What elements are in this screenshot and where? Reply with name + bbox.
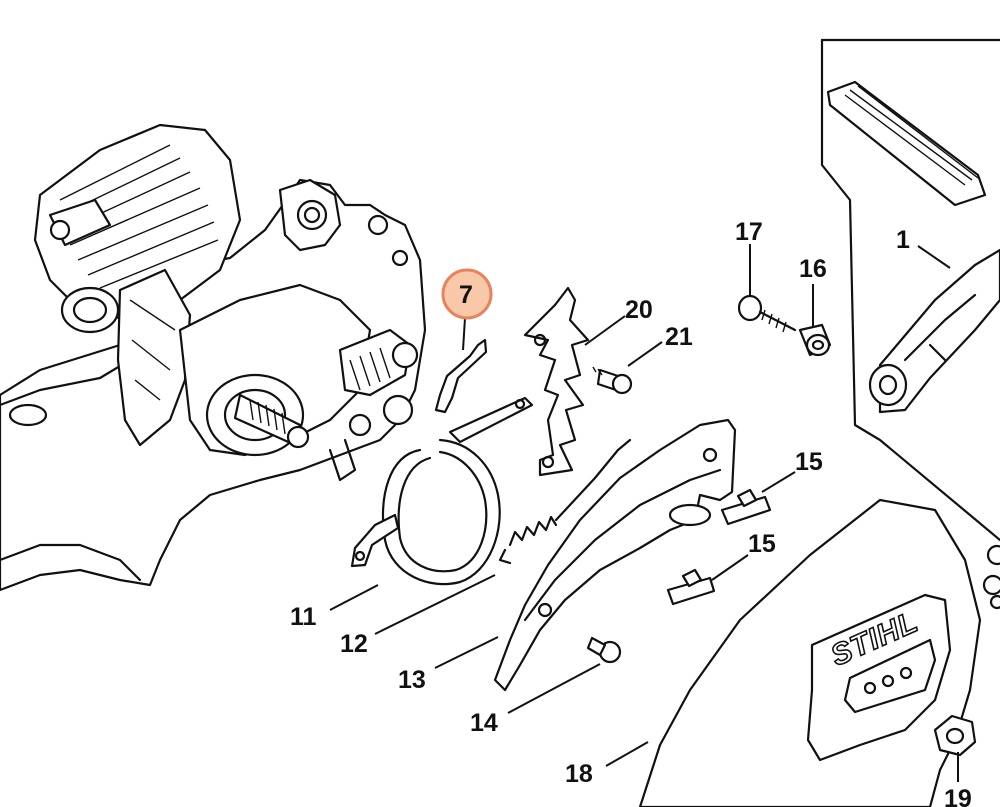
- callout-20[interactable]: 20: [625, 296, 653, 324]
- callout-13[interactable]: 13: [398, 666, 426, 694]
- leader-14: [507, 663, 601, 714]
- leader-7: [462, 317, 466, 351]
- part-19-nut[interactable]: [933, 714, 977, 757]
- part-13-brake-lever[interactable]: [493, 418, 737, 692]
- leader-1: [917, 245, 951, 269]
- callout-19[interactable]: 19: [944, 785, 972, 807]
- part-15-nut-upper[interactable]: [720, 488, 772, 526]
- callout-17[interactable]: 17: [735, 218, 763, 246]
- part-20-spike-plate[interactable]: [523, 286, 590, 477]
- callout-7-highlight[interactable]: [441, 268, 493, 320]
- part-18-sprocket-cover[interactable]: STIHL: [638, 498, 982, 807]
- callout-1[interactable]: 1: [896, 226, 910, 254]
- leader-11: [329, 584, 379, 611]
- leader-lines: [329, 244, 959, 782]
- callout-7[interactable]: 7: [459, 281, 473, 309]
- callout-labels: 7 1 11 12 13 14 15 15 16 17 18 19 20 21: [290, 218, 972, 807]
- part-16-sleeve[interactable]: [798, 323, 832, 357]
- part-7-chain-catcher[interactable]: [434, 338, 488, 414]
- part-21-screw[interactable]: [592, 366, 633, 395]
- leader-15b: [711, 554, 749, 581]
- callout-15-lower[interactable]: 15: [748, 530, 776, 558]
- callout-11[interactable]: 11: [290, 603, 317, 631]
- callout-15-upper[interactable]: 15: [795, 448, 823, 476]
- right-edge-fragments: [982, 544, 1000, 610]
- leader-21: [627, 341, 663, 367]
- part-17-collar-screw[interactable]: [737, 294, 797, 333]
- leader-12: [374, 574, 496, 635]
- part-1-hand-guard-inset[interactable]: [820, 38, 1000, 542]
- part-12-brake-band[interactable]: [350, 396, 534, 586]
- leader-20: [584, 315, 626, 346]
- callout-16[interactable]: 16: [799, 255, 827, 283]
- callout-14[interactable]: 14: [470, 709, 498, 737]
- engine-housing: [0, 123, 427, 592]
- part-14-screw[interactable]: [586, 636, 622, 664]
- part-15-nut-lower[interactable]: [666, 568, 716, 606]
- callout-21[interactable]: 21: [665, 323, 693, 351]
- leader-18: [605, 741, 649, 767]
- leader-15a: [761, 471, 796, 493]
- leader-13: [434, 636, 499, 669]
- callout-12[interactable]: 12: [340, 630, 368, 658]
- callout-18[interactable]: 18: [565, 760, 593, 788]
